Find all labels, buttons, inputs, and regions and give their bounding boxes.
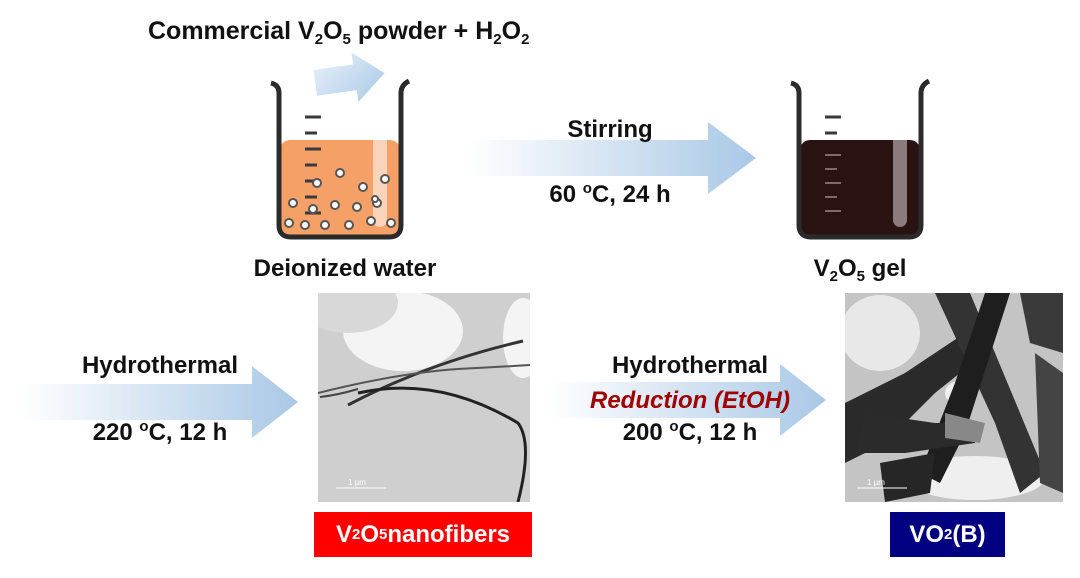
arrow-stirring — [468, 122, 756, 194]
beaker-water — [270, 78, 411, 240]
step3-line3: 200 oC, 12 h — [622, 418, 758, 446]
beaker-gel — [790, 78, 931, 240]
svg-text:1 µm: 1 µm — [867, 478, 885, 487]
step1-line1: Stirring — [567, 116, 653, 143]
tem-image-nanofibers: 1 µm — [318, 293, 530, 502]
step1-line2: 60 oC, 24 h — [549, 180, 671, 208]
arrow-hydrothermal — [20, 366, 298, 438]
pour-arrow-icon — [313, 52, 385, 103]
step2-line1: Hydrothermal — [81, 352, 239, 379]
step3-line2: Reduction (EtOH) — [590, 387, 790, 414]
reagent-label: Commercial V2O5 powder + H2O2 — [148, 17, 530, 48]
tem-image-vo2b: 1 µm — [845, 293, 1063, 502]
beaker1-label: Deionized water — [253, 255, 437, 282]
arrow-reduction — [548, 364, 826, 436]
svg-text:1 µm: 1 µm — [348, 478, 366, 487]
beaker2-label: V2O5 gel — [813, 255, 907, 285]
step2-line2: 220 oC, 12 h — [92, 418, 228, 446]
step3-line1: Hydrothermal — [611, 352, 769, 379]
